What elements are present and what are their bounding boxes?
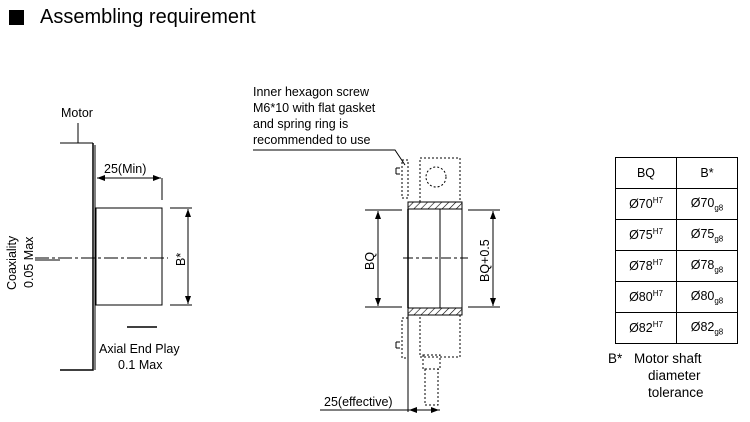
b-tolerance: g8 xyxy=(714,203,724,213)
note-key: B* xyxy=(608,351,623,366)
bq-cell: Ø80 xyxy=(629,290,653,305)
bq-cell: Ø75 xyxy=(629,228,653,243)
section-title-text: Assembling requirement xyxy=(40,6,256,28)
bq-cell: Ø70 xyxy=(629,197,653,212)
b-cell: Ø70 xyxy=(690,195,715,210)
bq-cell: Ø82 xyxy=(629,321,653,336)
note-line: tolerance xyxy=(648,385,704,400)
screw-note-line: and spring ring is xyxy=(253,117,348,131)
screw-note-line: recommended to use xyxy=(253,133,370,147)
bullet-square-icon xyxy=(9,10,24,25)
bore-dimension: BQ xyxy=(363,252,377,270)
bq-tolerance: H7 xyxy=(652,320,663,330)
b-cell: Ø80 xyxy=(690,288,715,303)
bq-tolerance: H7 xyxy=(652,196,663,206)
shaft-dimension: B* xyxy=(174,253,188,266)
screw-note-line: Inner hexagon screw xyxy=(253,85,370,99)
section-title: Assembling requirement xyxy=(9,6,256,29)
b-tolerance: g8 xyxy=(714,265,724,275)
coaxiality-label: Coaxiality xyxy=(5,235,19,290)
b-tolerance: g8 xyxy=(714,327,724,337)
note-line: Motor shaft xyxy=(634,351,702,366)
b-cell: Ø82 xyxy=(690,319,715,334)
clearance-dimension: BQ+0.5 xyxy=(478,239,492,282)
motor-shaft-diagram: Motor 25(Min) B* Coaxiality 0.05 Max Axi… xyxy=(5,106,192,372)
bq-cell: Ø78 xyxy=(629,259,653,274)
bq-tolerance: H7 xyxy=(652,289,663,299)
coaxiality-value: 0.05 Max xyxy=(22,236,36,288)
header-bq: BQ xyxy=(615,157,677,189)
motor-label: Motor xyxy=(61,106,93,120)
sensor-mount-diagram: Inner hexagon screw M6*10 with flat gask… xyxy=(253,85,500,413)
table-header-row: BQ B* xyxy=(615,157,738,189)
b-cell: Ø75 xyxy=(690,226,715,241)
table-note: B* Motor shaft diameter tolerance xyxy=(608,350,704,401)
b-tolerance: g8 xyxy=(714,234,724,244)
effective-length-dimension: 25(effective) xyxy=(324,395,393,409)
note-line: diameter xyxy=(648,368,701,383)
b-tolerance: g8 xyxy=(714,296,724,306)
bq-tolerance: H7 xyxy=(652,227,663,237)
header-b: B* xyxy=(676,157,738,189)
axial-end-play-value: 0.1 Max xyxy=(118,358,163,372)
length-dimension: 25(Min) xyxy=(104,162,146,176)
bq-tolerance: H7 xyxy=(652,258,663,268)
screw-note-line: M6*10 with flat gasket xyxy=(253,101,376,115)
b-cell: Ø78 xyxy=(690,257,715,272)
axial-end-play-label: Axial End Play xyxy=(99,342,180,356)
